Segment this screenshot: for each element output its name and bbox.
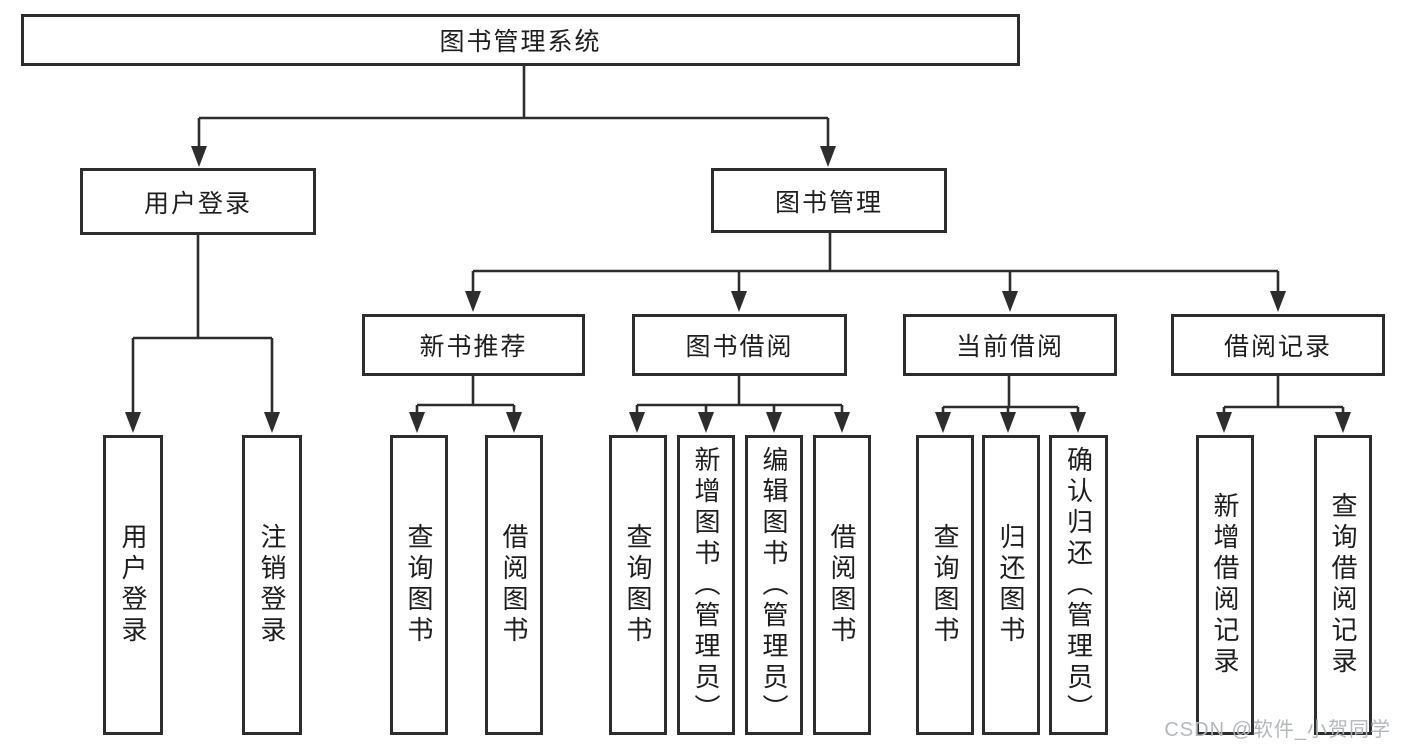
leaf-query-borrow-record-label: 查询借阅记录 — [1328, 492, 1358, 678]
leaf-add-books-admin: 新增图书（管理员） — [677, 435, 735, 735]
arrowhead-icon — [1335, 412, 1351, 433]
arrowhead-icon — [506, 412, 522, 433]
node-borrow-records: 借阅记录 — [1171, 314, 1385, 376]
node-user-login: 用户登录 — [80, 168, 316, 235]
leaf-borrow-books-label: 借阅图书 — [827, 523, 857, 647]
arrowhead-icon — [731, 291, 747, 312]
node-system-root: 图书管理系统 — [21, 14, 1020, 66]
leaf-recommend-query-books: 查询图书 — [390, 435, 448, 735]
leaf-confirm-return-admin: 确认归还（管理员） — [1049, 435, 1108, 735]
arrowhead-icon — [409, 412, 425, 433]
leaf-return-books: 归还图书 — [982, 435, 1040, 735]
arrowhead-icon — [1002, 291, 1018, 312]
leaf-add-borrow-record: 新增借阅记录 — [1196, 435, 1254, 735]
node-book-management-label: 图书管理 — [774, 188, 883, 217]
leaf-recommend-query-books-label: 查询图书 — [404, 523, 434, 647]
leaf-borrow-query-books: 查询图书 — [609, 435, 667, 735]
connector-arrowheads — [125, 146, 1351, 433]
leaf-logout-label: 注销登录 — [257, 523, 287, 647]
leaf-logout: 注销登录 — [242, 435, 302, 735]
connector-current-to-leaves — [941, 376, 1080, 416]
connector-lines — [131, 66, 1345, 416]
arrowhead-icon — [1070, 412, 1086, 433]
leaf-query-borrow-record: 查询借阅记录 — [1314, 435, 1372, 735]
arrowhead-icon — [125, 412, 141, 433]
leaf-confirm-return-admin-label: 确认归还（管理员） — [1063, 445, 1094, 725]
arrowhead-icon — [1270, 291, 1286, 312]
node-book-borrow: 图书借阅 — [632, 314, 847, 376]
leaf-return-books-label: 归还图书 — [996, 523, 1026, 647]
arrowhead-icon — [465, 291, 481, 312]
arrowhead-icon — [834, 412, 850, 433]
node-book-management: 图书管理 — [711, 168, 947, 233]
node-system-root-label: 图书管理系统 — [439, 28, 602, 56]
node-book-borrow-label: 图书借阅 — [685, 333, 794, 361]
node-user-login-label: 用户登录 — [143, 189, 252, 218]
connector-userlogin-to-leaves — [131, 235, 274, 416]
arrowhead-icon — [1000, 412, 1016, 433]
leaf-current-query-books-label: 查询图书 — [930, 523, 960, 647]
arrowhead-icon — [629, 412, 645, 433]
leaf-recommend-borrow-books-label: 借阅图书 — [499, 523, 529, 647]
arrowhead-icon — [264, 412, 280, 433]
arrowhead-icon — [820, 146, 836, 167]
connector-root-to-level2 — [197, 66, 830, 150]
connector-records-to-leaves — [1222, 376, 1345, 416]
leaf-borrow-query-books-label: 查询图书 — [623, 523, 653, 647]
arrowhead-icon — [1216, 412, 1232, 433]
leaf-user-login-label: 用户登录 — [118, 523, 148, 647]
arrowhead-icon — [191, 146, 207, 167]
leaf-recommend-borrow-books: 借阅图书 — [485, 435, 543, 735]
leaf-edit-books-admin: 编辑图书（管理员） — [745, 435, 803, 735]
connector-borrow-to-leaves — [635, 376, 844, 416]
connector-bookmgmt-to-level3 — [471, 233, 1280, 295]
connector-newbook-to-leaves — [415, 376, 516, 416]
node-current-borrow-label: 当前借阅 — [955, 333, 1064, 361]
leaf-user-login: 用户登录 — [103, 435, 163, 735]
node-new-book-recommend: 新书推荐 — [362, 314, 585, 376]
leaf-borrow-books: 借阅图书 — [813, 435, 871, 735]
leaf-add-books-admin-label: 新增图书（管理员） — [691, 445, 721, 725]
arrowhead-icon — [935, 412, 951, 433]
arrowhead-icon — [766, 412, 782, 433]
csdn-watermark: CSDN @软件_小贺同学 — [1164, 719, 1391, 741]
node-borrow-records-label: 借阅记录 — [1223, 333, 1332, 361]
node-current-borrow: 当前借阅 — [903, 314, 1117, 376]
node-new-book-recommend-label: 新书推荐 — [419, 333, 528, 361]
leaf-edit-books-admin-label: 编辑图书（管理员） — [759, 445, 789, 725]
leaf-current-query-books: 查询图书 — [916, 435, 974, 735]
leaf-add-borrow-record-label: 新增借阅记录 — [1210, 492, 1240, 678]
arrowhead-icon — [698, 412, 714, 433]
